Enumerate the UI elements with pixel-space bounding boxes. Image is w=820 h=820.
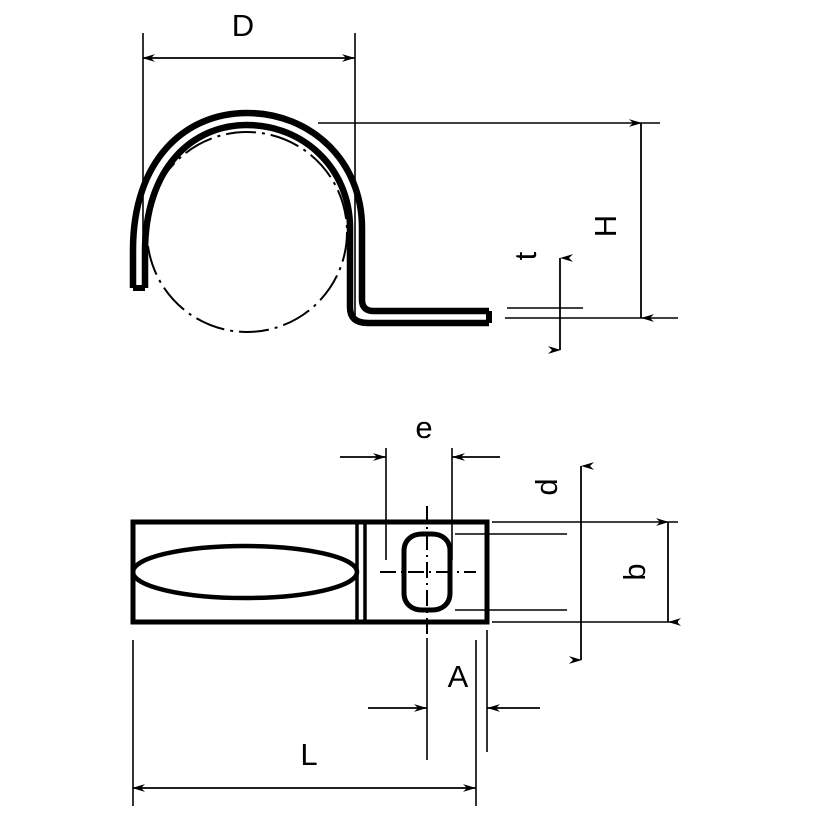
dimension-L: L [132, 640, 477, 806]
dimension-label-L: L [300, 737, 317, 772]
dimension-d: d [455, 462, 594, 664]
pipe-centerline-circle [146, 131, 348, 333]
dimension-b: b [492, 518, 681, 626]
dimension-label-e: e [415, 410, 432, 445]
dimension-label-A: A [448, 659, 469, 694]
clamp-band-inner-edge [141, 121, 489, 327]
dimension-t: t [507, 251, 583, 354]
dimension-label-d: d [529, 478, 564, 495]
dimension-label-H: H [588, 215, 623, 237]
band-ellipse [130, 543, 360, 601]
strap-outline [130, 519, 490, 625]
clamp-band-outer-edge [129, 109, 489, 315]
dimension-A: A [368, 630, 540, 760]
dimension-label-t: t [508, 251, 543, 260]
plan-view-group: e d b [130, 410, 681, 806]
side-view-group: D H t [129, 8, 678, 354]
dimension-e: e [340, 410, 500, 560]
dimension-H: H [588, 119, 654, 322]
dimension-label-D: D [232, 8, 254, 43]
mounting-hole [401, 531, 453, 613]
dimension-label-b: b [617, 563, 652, 580]
